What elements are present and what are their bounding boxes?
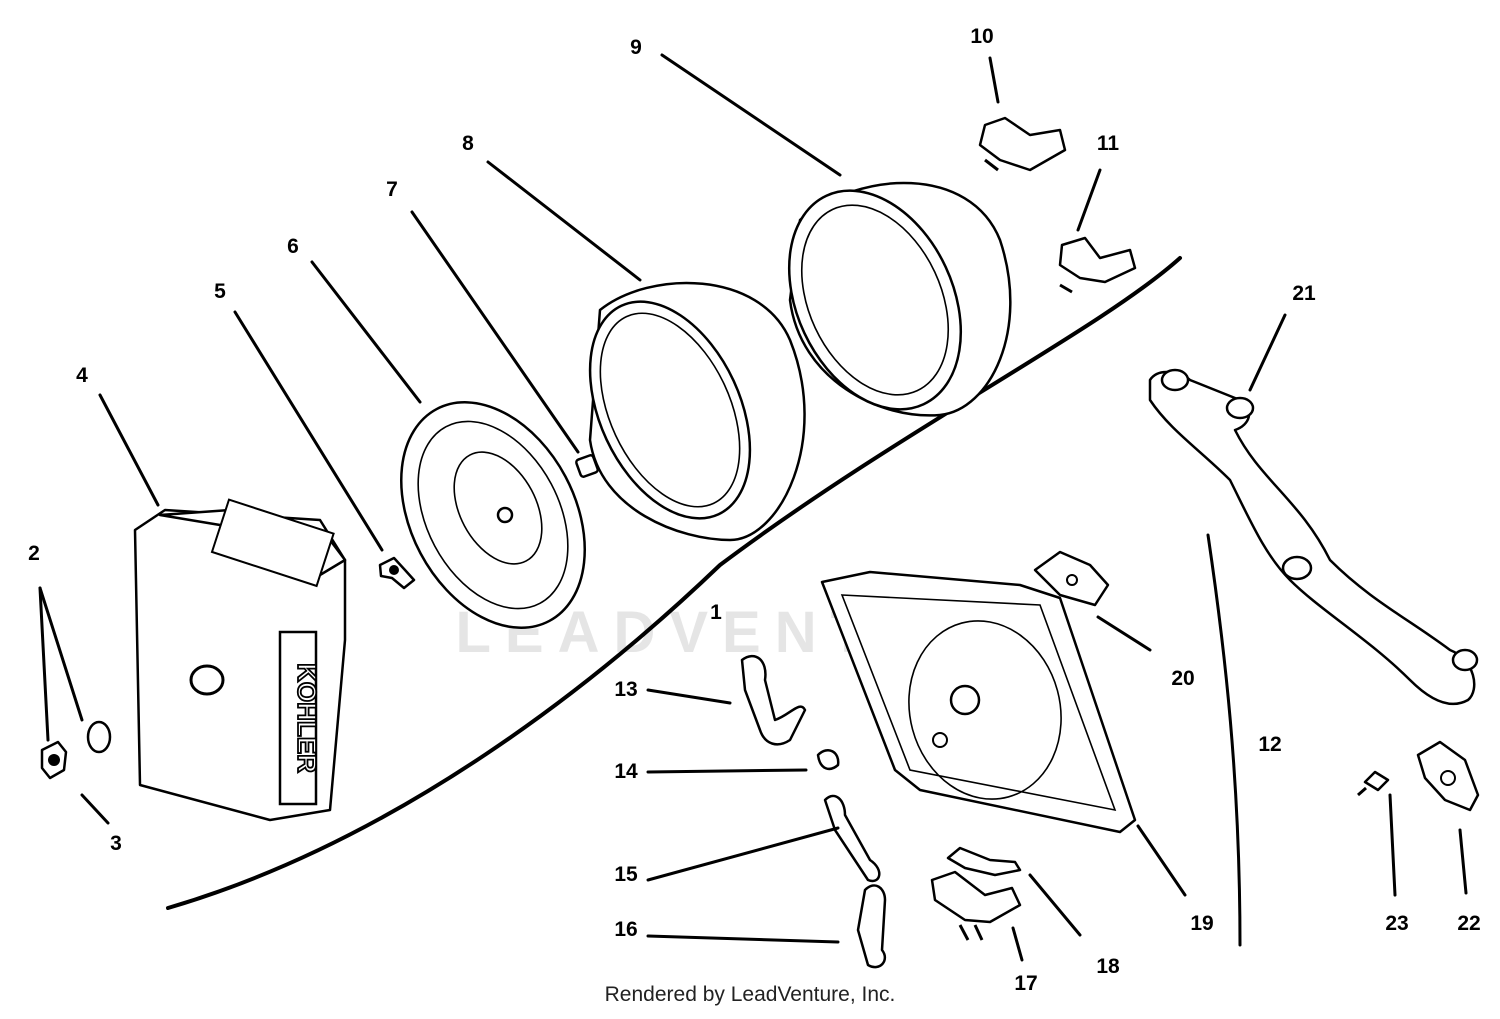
callout-1: 1 <box>710 601 722 624</box>
callout-22: 22 <box>1457 912 1480 935</box>
kohler-brand-text: KOHLER <box>292 663 322 773</box>
callout-11: 11 <box>1097 132 1120 155</box>
callout-7: 7 <box>386 178 398 201</box>
callout-18: 18 <box>1096 955 1120 978</box>
hose-upper <box>823 794 881 883</box>
callout-8: 8 <box>462 132 474 155</box>
bracket-lower <box>1058 236 1137 294</box>
callout-6: 6 <box>287 235 299 258</box>
bracket-upper <box>978 116 1067 172</box>
screw <box>1357 770 1390 797</box>
callout-23: 23 <box>1385 912 1408 935</box>
mount-bracket <box>930 870 1022 941</box>
gasket-lower <box>1416 740 1480 812</box>
hose-lower <box>856 884 887 969</box>
callout-17: 17 <box>1014 972 1037 995</box>
callout-3: 3 <box>110 832 122 855</box>
engine-housing-edge <box>166 256 1182 910</box>
bracket-shim <box>946 846 1022 877</box>
callout-10: 10 <box>970 25 993 48</box>
breather-tube <box>1148 368 1479 706</box>
hose-clamp <box>816 749 840 771</box>
paper-filter-element <box>787 181 1012 417</box>
air-cleaner-cover: KOHLER <box>133 498 347 822</box>
callout-16: 16 <box>614 918 637 941</box>
callout-5: 5 <box>214 280 226 303</box>
callout-19: 19 <box>1190 912 1213 935</box>
callout-labels: 1 2 3 4 5 6 7 8 9 10 11 12 13 14 15 16 1… <box>28 25 1481 995</box>
cover-plate <box>400 401 586 629</box>
callout-2: 2 <box>28 542 40 565</box>
callout-4: 4 <box>76 364 88 387</box>
foam-precleaner <box>588 281 806 542</box>
base-plate <box>820 570 1137 834</box>
callout-12: 12 <box>1258 733 1281 756</box>
callout-20: 20 <box>1171 667 1194 690</box>
elbow-hose <box>740 654 807 746</box>
callout-13: 13 <box>614 678 637 701</box>
callout-9: 9 <box>630 36 642 59</box>
wing-nut <box>378 556 416 590</box>
callout-21: 21 <box>1292 282 1316 305</box>
callout-14: 14 <box>614 760 638 783</box>
gasket-upper <box>1033 550 1110 607</box>
leader-lines <box>38 53 1468 962</box>
callout-15: 15 <box>614 863 638 886</box>
wing-knob <box>40 740 68 780</box>
footer-credit: Rendered by LeadVenture, Inc. <box>604 983 896 1006</box>
seal-washer <box>86 720 112 754</box>
